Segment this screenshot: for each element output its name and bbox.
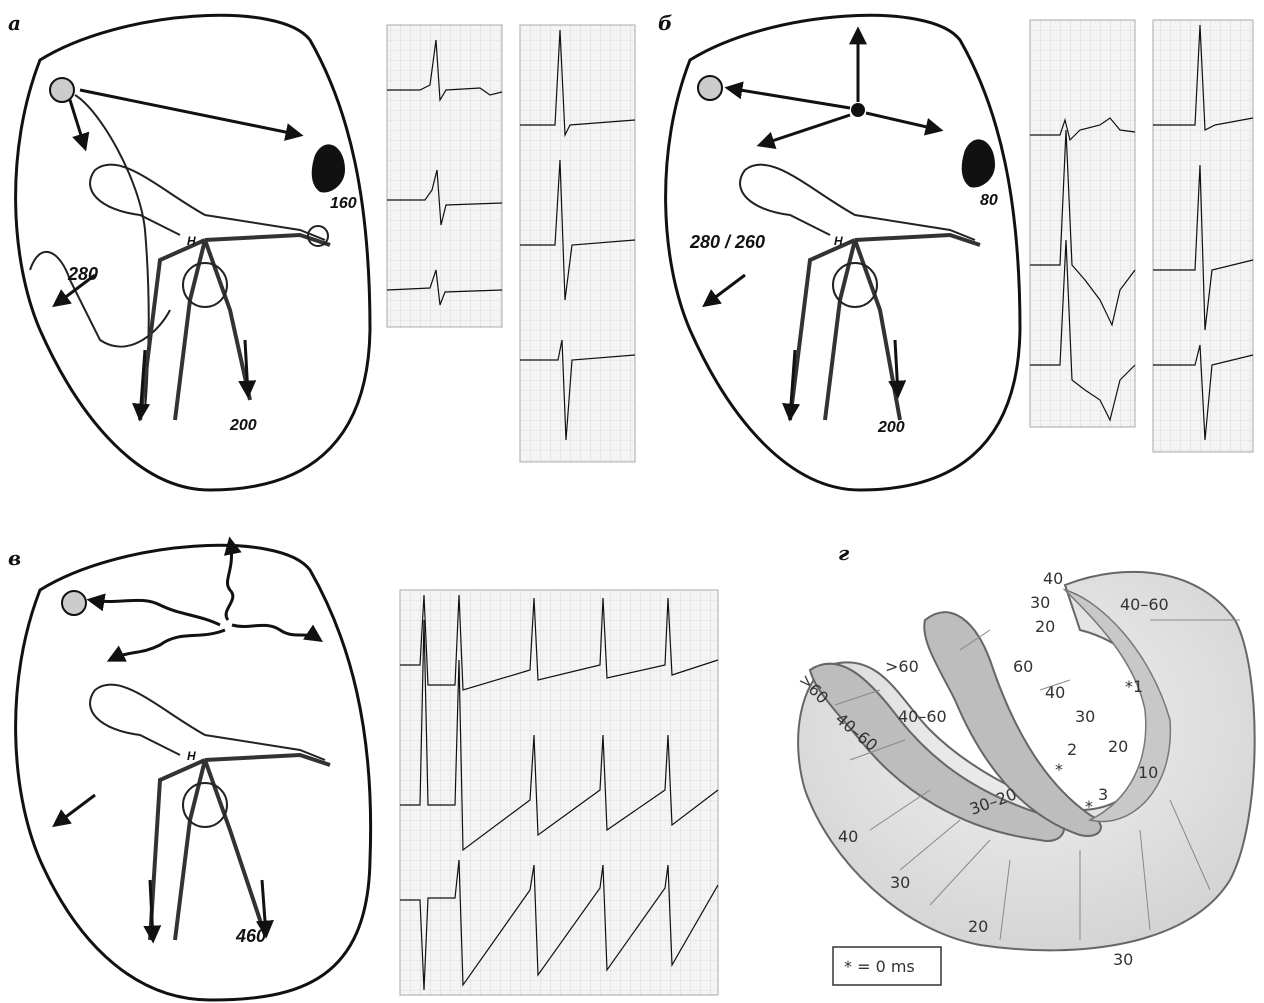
value-label: 200 — [877, 419, 905, 436]
panel-a-label: а — [8, 11, 21, 35]
map-label: 60 — [1013, 657, 1033, 676]
map-label: >60 — [885, 657, 919, 676]
map-label: 3 — [1098, 785, 1108, 804]
map-label: 30 — [1030, 593, 1050, 612]
panel-b: б H 80 280 / 260 200 — [658, 11, 1253, 490]
his-label: H — [834, 234, 843, 248]
ectopic-focus-icon — [851, 103, 865, 117]
value-label: 160 — [330, 195, 357, 212]
value-label: 280 / 260 — [689, 232, 765, 252]
value-label: 200 — [229, 417, 257, 434]
ecg-strip — [387, 25, 502, 327]
value-label: 80 — [980, 192, 998, 209]
map-label: 40 — [838, 827, 858, 846]
map-label: *1 — [1125, 677, 1143, 696]
map-label: * — [1085, 797, 1093, 816]
ecg-strip — [520, 25, 635, 462]
map-label: 30 — [890, 873, 910, 892]
value-label: 280 — [67, 264, 98, 284]
panel-a: а H 160 280 200 — [8, 11, 635, 490]
map-label: 30 — [1075, 707, 1095, 726]
sinus-node-icon — [50, 78, 74, 102]
panel-b-label: б — [658, 11, 672, 35]
map-label: 30 — [1113, 950, 1133, 969]
map-label: 20 — [1035, 617, 1055, 636]
map-label: 20 — [968, 917, 988, 936]
map-label: 40–60 — [1120, 595, 1169, 614]
map-label: 40 — [1043, 569, 1063, 588]
sinus-node-icon — [698, 76, 722, 100]
ecg-strip — [1030, 20, 1135, 427]
value-label: 460 — [235, 926, 266, 946]
map-label: 20 — [1108, 737, 1128, 756]
panel-g-label: г — [838, 541, 850, 565]
his-label: H — [187, 234, 196, 248]
legend-text: * = 0 ms — [844, 957, 915, 976]
panel-v: в H 460 — [8, 540, 718, 1000]
map-label: 40 — [1045, 683, 1065, 702]
panel-v-label: в — [8, 546, 21, 570]
sinus-node-icon — [62, 591, 86, 615]
panel-g: г 40 40–60 30 20 60 >60 >60 40–60 40 30 … — [795, 541, 1255, 985]
map-label: 10 — [1138, 763, 1158, 782]
map-label: 40–60 — [898, 707, 947, 726]
his-label: H — [187, 749, 196, 763]
map-label: * — [1055, 760, 1063, 779]
map-label: 2 — [1067, 740, 1077, 759]
